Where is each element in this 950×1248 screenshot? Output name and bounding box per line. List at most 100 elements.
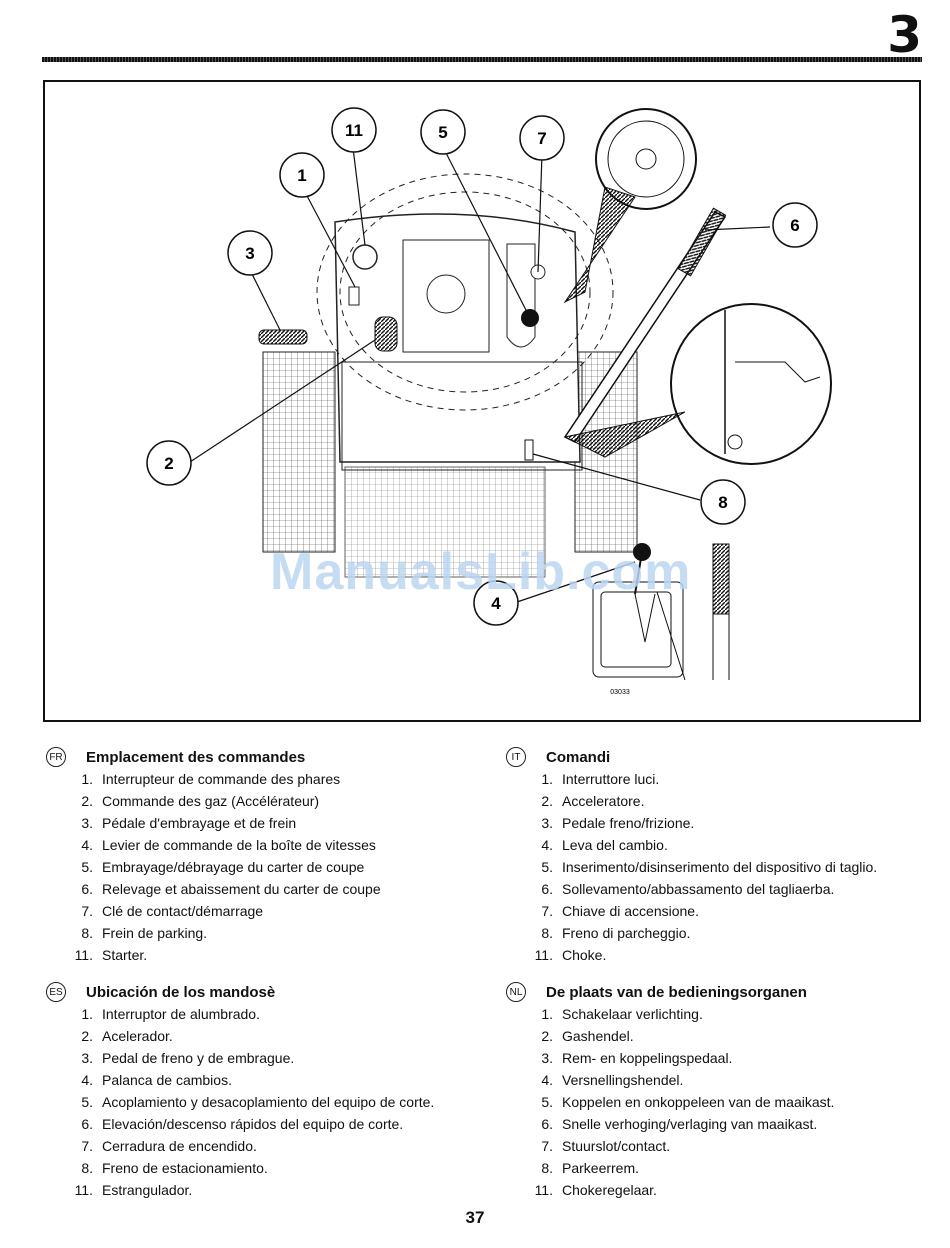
item-text: Commande des gaz (Accélérateur) <box>102 793 320 809</box>
list-item: 3. Pédale d'embrayage et de frein <box>44 812 474 834</box>
list-item: 7.Cerradura de encendido. <box>44 1135 474 1157</box>
list-item: 11.Chokeregelaar. <box>504 1179 934 1201</box>
list-item: 4. Palanca de cambios. <box>44 1069 474 1091</box>
callout-label-7: 7 <box>537 129 546 148</box>
callout-leaders <box>189 146 771 603</box>
item-text: Cerradura de encendido. <box>102 1138 257 1154</box>
item-text: Sollevamento/abbassamento del tagliaerba… <box>562 881 835 897</box>
callout-6: 6 <box>772 202 818 248</box>
item-number: 4. <box>541 837 553 853</box>
lever-grip-detail <box>712 543 730 615</box>
rear-body-grid <box>344 466 546 578</box>
item-number: 5. <box>541 859 553 875</box>
list-item: 2.Acceleratore. <box>504 790 934 812</box>
item-number: 8. <box>81 1160 93 1176</box>
callout-label-3: 3 <box>245 244 254 263</box>
list-item: 6.Snelle verhoging/verlaging van maaikas… <box>504 1113 934 1135</box>
item-text: Starter. <box>102 947 148 963</box>
item-number: 5. <box>541 1094 553 1110</box>
item-text: Stuurslot/contact. <box>562 1138 671 1154</box>
list-item: 6.Sollevamento/abbassamento del tagliaer… <box>504 878 934 900</box>
callout-2: 2 <box>146 440 192 486</box>
item-text: Acceleratore. <box>562 793 645 809</box>
item-number: 7. <box>81 903 93 919</box>
item-text: Estrangulador. <box>102 1182 193 1198</box>
item-number: 4. <box>81 837 93 853</box>
item-text: Snelle verhoging/verlaging van maaikast. <box>562 1116 818 1132</box>
item-text: Palanca de cambios. <box>102 1072 232 1088</box>
item-text: Interruptor de alumbrado. <box>102 1006 260 1022</box>
item-text: Pédale d'embrayage et de frein <box>102 815 297 831</box>
item-text: Elevación/descenso rápidos del equipo de… <box>102 1116 404 1132</box>
cutter-slot <box>506 243 536 348</box>
list-item: 8.Parkeerrem. <box>504 1157 934 1179</box>
list-item: 11.Estrangulador. <box>44 1179 474 1201</box>
callout-label-4: 4 <box>491 594 501 613</box>
callout-4: 4 <box>473 580 519 626</box>
item-text: Schakelaar verlichting. <box>562 1006 703 1022</box>
section-title: Emplacement des commandes <box>86 748 306 766</box>
item-number: 1. <box>541 771 553 787</box>
item-text: Embrayage/débrayage du carter de coupe <box>102 859 365 875</box>
figure-code: 03033 <box>610 689 630 696</box>
item-number: 5. <box>81 1094 93 1110</box>
item-number: 1. <box>81 1006 93 1022</box>
list-item: 2.Acelerador. <box>44 1025 474 1047</box>
item-text: Pedale freno/frizione. <box>562 815 695 831</box>
item-text: Freno di parcheggio. <box>562 925 691 941</box>
callout-label-5: 5 <box>438 123 447 142</box>
control-list: 1.Schakelaar verlichting. 2.Gashendel. 3… <box>504 1003 934 1201</box>
tractor-diagram: 11 5 7 1 3 6 2 8 4 03033 <box>146 107 832 696</box>
item-number: 7. <box>541 1138 553 1154</box>
item-text: Choke. <box>562 947 607 963</box>
list-item: 11. Choke. <box>504 944 934 966</box>
item-text: Acelerador. <box>102 1028 173 1044</box>
item-number: 6. <box>81 1116 93 1132</box>
list-item: 5. Koppelen en onkoppeleen van de maaikas… <box>504 1091 934 1113</box>
item-number: 7. <box>541 903 553 919</box>
item-text: Acoplamiento y desacoplamiento del equip… <box>102 1094 435 1110</box>
section-it: IT Comandi 1.Interruttore luci. 2.Acceler… <box>504 746 934 966</box>
item-text: Gashendel. <box>562 1028 634 1044</box>
item-text: Inserimento/disinserimento del dispositi… <box>562 859 878 875</box>
list-item: 1. Schakelaar verlichting. <box>504 1003 934 1025</box>
item-number: 6. <box>81 881 93 897</box>
item-text: Levier de commande de la boîte de vitess… <box>102 837 376 853</box>
item-number: 3. <box>81 815 93 831</box>
section-title: Comandi <box>546 748 611 766</box>
list-item: 1.Interrupteur de commande des phares <box>44 768 474 790</box>
item-number: 11. <box>74 947 93 963</box>
item-number: 11. <box>534 1182 553 1198</box>
item-text: Parkeerrem. <box>562 1160 640 1176</box>
callout-11: 11 <box>331 107 377 153</box>
item-text: Koppelen en onkoppeleen van de maaikast. <box>562 1094 835 1110</box>
lang-badge: IT <box>506 747 526 767</box>
lang-badge: NL <box>506 982 526 1002</box>
item-text: Relevage et abaissement du carter de cou… <box>102 881 381 897</box>
list-item: 3. Pedale freno/frizione. <box>504 812 934 834</box>
throttle-lever <box>374 316 398 352</box>
list-item: 1. Interruptor de alumbrado. <box>44 1003 474 1025</box>
item-number: 3. <box>541 815 553 831</box>
item-number: 3. <box>81 1050 93 1066</box>
item-number: 1. <box>541 1006 553 1022</box>
callout-label-11: 11 <box>345 121 363 140</box>
item-number: 1. <box>81 771 93 787</box>
list-item: 6. Relevage et abaissement du carter de c… <box>44 878 474 900</box>
list-item: 6. Elevación/descenso rápidos del equipo … <box>44 1113 474 1135</box>
item-text: Leva del cambio. <box>562 837 668 853</box>
list-item: 2.Gashendel. <box>504 1025 934 1047</box>
item-number: 11. <box>534 947 553 963</box>
callout-7: 7 <box>519 115 565 161</box>
item-number: 4. <box>81 1072 93 1088</box>
page-number: 37 <box>465 1208 485 1227</box>
list-item: 5. Embrayage/débrayage du carter de coupe <box>44 856 474 878</box>
control-list: 1.Interruttore luci. 2.Acceleratore. 3.P… <box>504 768 934 966</box>
control-list: 1. Interruptor de alumbrado. 2.Acelerador… <box>44 1003 474 1201</box>
item-text: Clé de contact/démarrage <box>102 903 264 919</box>
item-number: 5. <box>81 859 93 875</box>
item-text: Freno de estacionamiento. <box>102 1160 268 1176</box>
callout-label-8: 8 <box>718 493 727 512</box>
